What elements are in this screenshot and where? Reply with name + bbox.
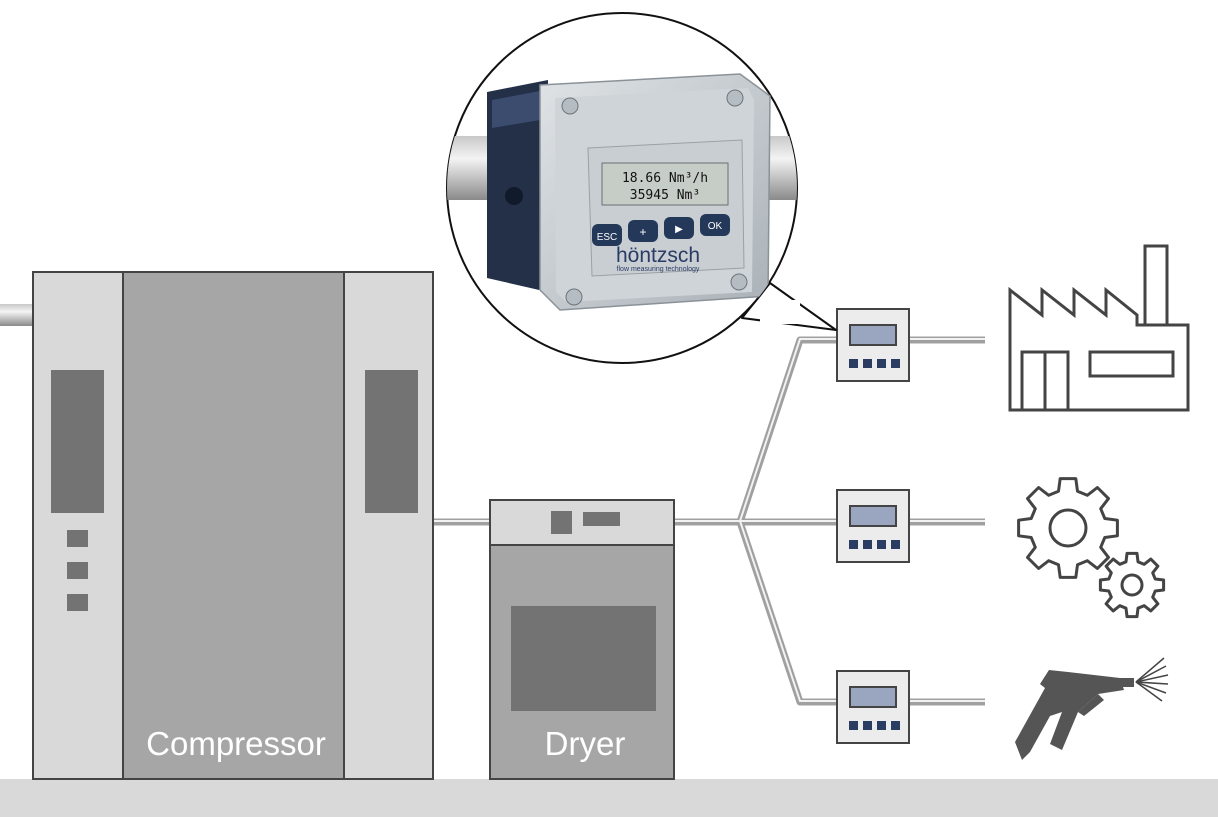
compressor: Compressor	[32, 271, 434, 780]
next-button	[664, 217, 694, 239]
dryer-window	[511, 606, 656, 711]
esc-button-label: ESC	[597, 232, 618, 243]
device-callout: 18.66 Nm³/h 35945 Nm³ ESC + ▶ OK höntzsc…	[446, 12, 837, 364]
plus-button-label: +	[639, 225, 646, 239]
dryer-label: Dryer	[545, 725, 626, 762]
brand-logo: höntzsch	[616, 244, 700, 267]
compressor-indicator	[67, 530, 88, 547]
screw-icon	[561, 97, 579, 115]
compressor-label: Compressor	[146, 725, 326, 762]
screw-icon	[730, 273, 748, 291]
ok-button-label: OK	[708, 221, 723, 232]
next-button-label: ▶	[675, 224, 683, 235]
factory-icon	[1008, 244, 1190, 412]
sensor-body	[487, 80, 548, 292]
lcd-line-2: 35945 Nm³	[630, 188, 700, 203]
air-gun-icon	[1015, 657, 1169, 760]
inlet-pipe	[0, 304, 36, 326]
distribution-pipes	[673, 336, 985, 706]
plus-button	[628, 220, 658, 242]
brand-tagline: flow measuring technology	[617, 266, 700, 273]
compressor-indicator	[67, 594, 88, 611]
flow-meter	[836, 489, 910, 563]
flow-meter	[836, 308, 910, 382]
floor	[0, 779, 1218, 817]
screw-icon	[565, 288, 583, 306]
dryer: Dryer	[489, 499, 675, 780]
dryer-display	[583, 512, 620, 526]
flow-meter	[836, 670, 910, 744]
esc-button	[592, 224, 622, 246]
lcd-display	[601, 162, 729, 206]
dryer-indicator	[551, 511, 572, 534]
lcd-line-1: 18.66 Nm³/h	[622, 171, 708, 186]
compressor-left-window	[51, 370, 104, 513]
compressor-right-window	[365, 370, 418, 513]
screw-icon	[726, 89, 744, 107]
compressor-indicator	[67, 562, 88, 579]
gears-icon	[1017, 477, 1166, 619]
ok-button	[700, 214, 730, 236]
